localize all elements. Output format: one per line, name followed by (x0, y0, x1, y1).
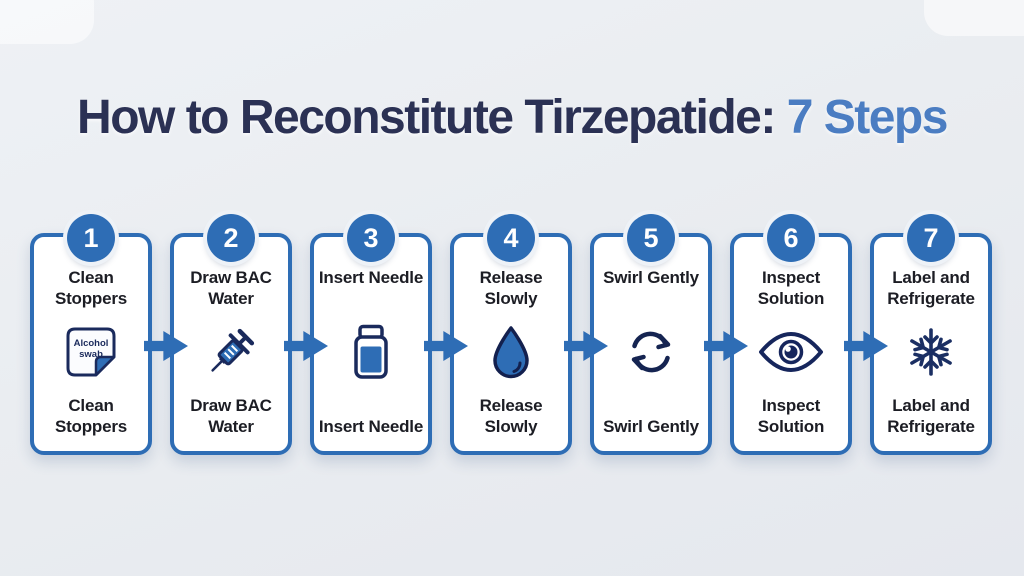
step-number-badge: 5 (627, 214, 675, 262)
alcohol-swab-icon: Alcohol swab (66, 327, 116, 377)
eye-icon (759, 332, 823, 372)
step-title: Insert Needle (318, 268, 424, 287)
step-card: 1 Clean Stoppers Alcohol swab Clean Stop… (30, 214, 188, 455)
step-caption: Inspect Solution (757, 396, 825, 436)
step-caption: Draw BAC Water (190, 396, 272, 436)
step-card: 4 Release Slowly Release Slowly (450, 214, 608, 455)
step-number-badge: 3 (347, 214, 395, 262)
step-title: Draw BAC Water (190, 268, 272, 308)
step-title: Release Slowly (479, 268, 543, 308)
step-title: Clean Stoppers (54, 268, 128, 308)
step-number: 7 (923, 222, 939, 253)
step-card: 3 Insert Needle Insert Needle (310, 214, 468, 455)
step-title: Swirl Gently (603, 268, 699, 287)
step-number: 1 (83, 222, 99, 253)
page-title: How to Reconstitute Tirzepatide: 7 Steps (0, 90, 1024, 145)
step-number: 2 (223, 222, 239, 253)
step-icon-wrap (350, 288, 392, 416)
step-caption: Release Slowly (479, 396, 543, 436)
step-number: 4 (503, 222, 519, 253)
step-icon-wrap (904, 309, 958, 395)
step-card: 7 Label and Refrigerate (870, 214, 992, 455)
step-number-badge: 7 (907, 214, 955, 262)
step-icon-wrap: Alcohol swab (64, 309, 118, 395)
step-icon-wrap (757, 309, 825, 395)
corner-decoration-top-left (0, 0, 94, 44)
step-number-badge: 6 (767, 214, 815, 262)
step-number-badge: 4 (487, 214, 535, 262)
step-caption: Label and Refrigerate (887, 396, 975, 436)
step-number: 5 (643, 222, 659, 253)
step-caption: Swirl Gently (603, 417, 699, 436)
step-number: 6 (783, 222, 799, 253)
step-icon-wrap (203, 309, 259, 395)
step-caption: Clean Stoppers (54, 396, 128, 436)
step-number: 3 (363, 222, 379, 253)
step-title: Label and Refrigerate (887, 268, 975, 308)
step-title: Inspect Solution (757, 268, 825, 308)
page-title-main: How to Reconstitute Tirzepatide: (77, 91, 776, 145)
swab-text-line: Alcohol (74, 338, 109, 349)
step-number-badge: 2 (207, 214, 255, 262)
water-drop-icon (493, 326, 529, 379)
step-card: 6 Inspect Solution Inspect Solution (730, 214, 888, 455)
step-number-badge: 1 (67, 214, 115, 262)
page-title-highlight: 7 Steps (786, 91, 949, 145)
swirl-arrows-icon (631, 331, 671, 373)
step-card: 5 Swirl Gently Swirl Gently (590, 214, 748, 455)
swab-text-line: swab (79, 349, 103, 360)
snowflake-icon (910, 328, 952, 376)
corner-decoration-top-right (924, 0, 1024, 36)
step-card: 2 Draw BAC Water (170, 214, 328, 455)
step-icon-wrap (625, 288, 677, 416)
steps-row: 1 Clean Stoppers Alcohol swab Clean Stop… (30, 214, 992, 455)
syringe-icon (211, 328, 255, 372)
vial-icon (354, 324, 388, 379)
step-caption: Insert Needle (318, 417, 424, 436)
step-icon-wrap (489, 309, 533, 395)
